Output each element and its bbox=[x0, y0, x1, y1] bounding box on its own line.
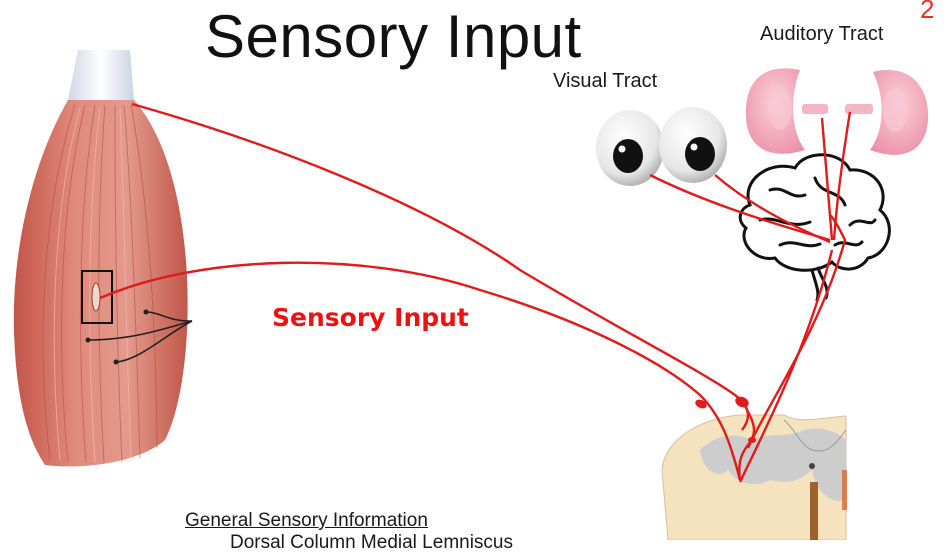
visual-tract-label: Visual Tract bbox=[553, 70, 658, 92]
spinal-cord-cross-section bbox=[661, 414, 847, 540]
slide-number: 2 bbox=[920, 0, 935, 24]
auditory-tract-label: Auditory Tract bbox=[760, 23, 884, 45]
pathway-muscle-spindle bbox=[99, 261, 742, 481]
sensory-input-label: Sensory Input bbox=[272, 303, 469, 332]
pathway-visual-2 bbox=[714, 174, 831, 244]
pathway-auditory-right bbox=[832, 111, 852, 241]
ears-icon bbox=[745, 68, 929, 155]
eyes-icon bbox=[596, 107, 727, 186]
pathway-auditory-left bbox=[820, 117, 834, 241]
truncated-text-line: Dorsal Column Medial Lemniscus bbox=[230, 532, 513, 553]
pathway-dorsal-root bbox=[738, 399, 756, 481]
ganglion-2 bbox=[735, 396, 749, 408]
ganglion-3 bbox=[748, 437, 756, 443]
pathway-visual bbox=[649, 173, 831, 242]
pathway-ascending bbox=[746, 214, 847, 449]
brain-icon bbox=[738, 153, 891, 302]
sensory-pathways bbox=[99, 102, 852, 483]
slide-title: Sensory Input bbox=[205, 3, 582, 70]
diagram-canvas bbox=[13, 50, 929, 540]
ganglion-1 bbox=[695, 399, 707, 409]
pathway-ganglia bbox=[695, 396, 756, 443]
general-sensory-information-label: General Sensory Information bbox=[185, 510, 428, 531]
pathway-descending bbox=[738, 249, 834, 483]
muscle-illustration bbox=[13, 50, 193, 467]
